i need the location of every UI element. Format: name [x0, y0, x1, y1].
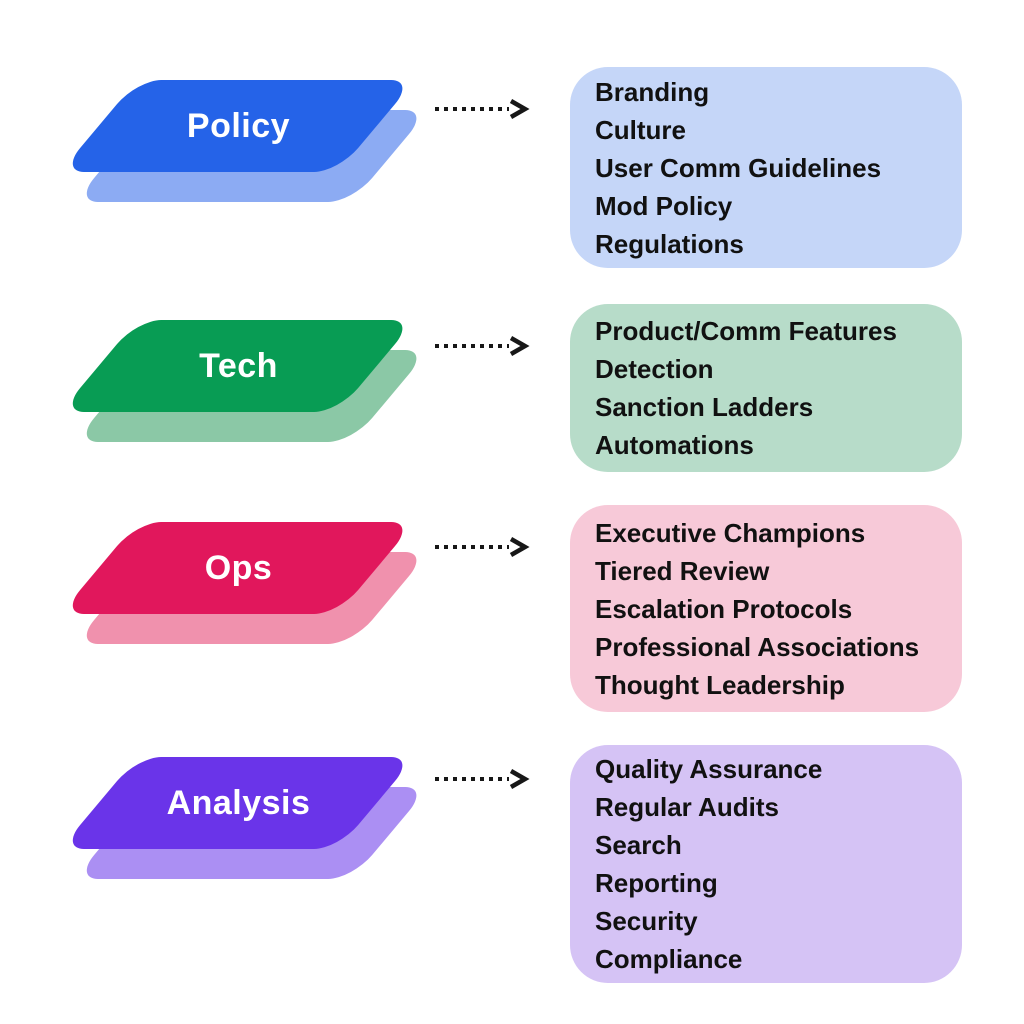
box-item: Search [595, 830, 682, 860]
box-item: Automations [595, 430, 754, 460]
box-item: Compliance [595, 944, 743, 974]
box-item: Regular Audits [595, 792, 779, 822]
box-item: Branding [595, 76, 710, 107]
analysis-items-box: Quality Assurance Regular Audits Search … [570, 745, 962, 983]
box-item: Escalation Protocols [595, 593, 853, 624]
box-item: Tiered Review [595, 555, 770, 586]
box-item: Culture [595, 114, 686, 145]
tech-shape-label: Tech [199, 346, 278, 385]
policy-items-box: Branding Culture User Comm Guidelines Mo… [570, 67, 962, 268]
dotted-arrow-icon [435, 769, 530, 789]
box-item: Detection [595, 354, 714, 384]
box-item: Thought Leadership [595, 669, 845, 700]
analysis-shape-label: Analysis [166, 783, 311, 822]
dotted-arrow-icon [435, 537, 530, 557]
box-item: Quality Assurance [595, 754, 823, 784]
policy-shape-label: Policy [186, 106, 291, 145]
box-item: User Comm Guidelines [595, 152, 882, 183]
box-item: Regulations [595, 228, 744, 259]
box-item: Reporting [595, 868, 718, 898]
box-item: Executive Champions [595, 517, 866, 548]
box-item: Professional Associations [595, 631, 920, 662]
box-item: Sanction Ladders [595, 392, 814, 422]
ops-items-box: Executive Champions Tiered Review Escala… [570, 505, 962, 712]
box-item: Product/Comm Features [595, 316, 897, 346]
dotted-arrow-icon [435, 336, 530, 356]
tech-items-box: Product/Comm Features Detection Sanction… [570, 304, 962, 472]
box-item: Security [595, 906, 698, 936]
ops-shape-label: Ops [204, 548, 273, 587]
dotted-arrow-icon [435, 99, 530, 119]
box-item: Mod Policy [595, 190, 733, 221]
